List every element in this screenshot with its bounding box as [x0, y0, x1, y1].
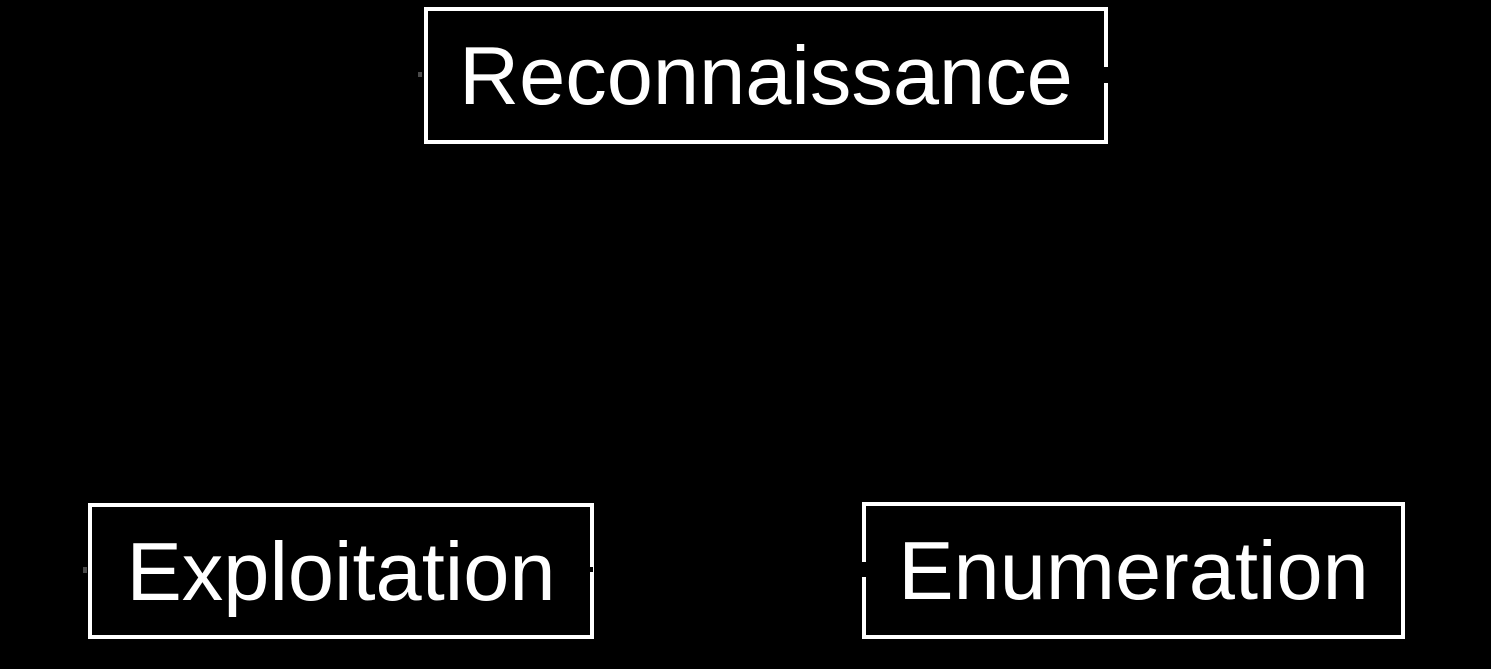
node-reconnaissance-label: Reconnaissance — [459, 29, 1073, 122]
connector-arrowhead-dot-left-of-exploitation — [83, 567, 87, 573]
connector-notch-reconnaissance-right — [1103, 67, 1112, 83]
node-enumeration-label: Enumeration — [898, 524, 1369, 617]
node-reconnaissance: Reconnaissance — [424, 7, 1108, 144]
connector-arrowhead-dot-left-of-reconnaissance — [418, 72, 422, 77]
node-enumeration: Enumeration — [862, 502, 1405, 639]
node-exploitation: Exploitation — [88, 503, 594, 639]
node-exploitation-label: Exploitation — [126, 524, 556, 618]
connector-notch-exploitation-right — [586, 567, 593, 572]
connector-notch-enumeration-left — [857, 562, 867, 577]
